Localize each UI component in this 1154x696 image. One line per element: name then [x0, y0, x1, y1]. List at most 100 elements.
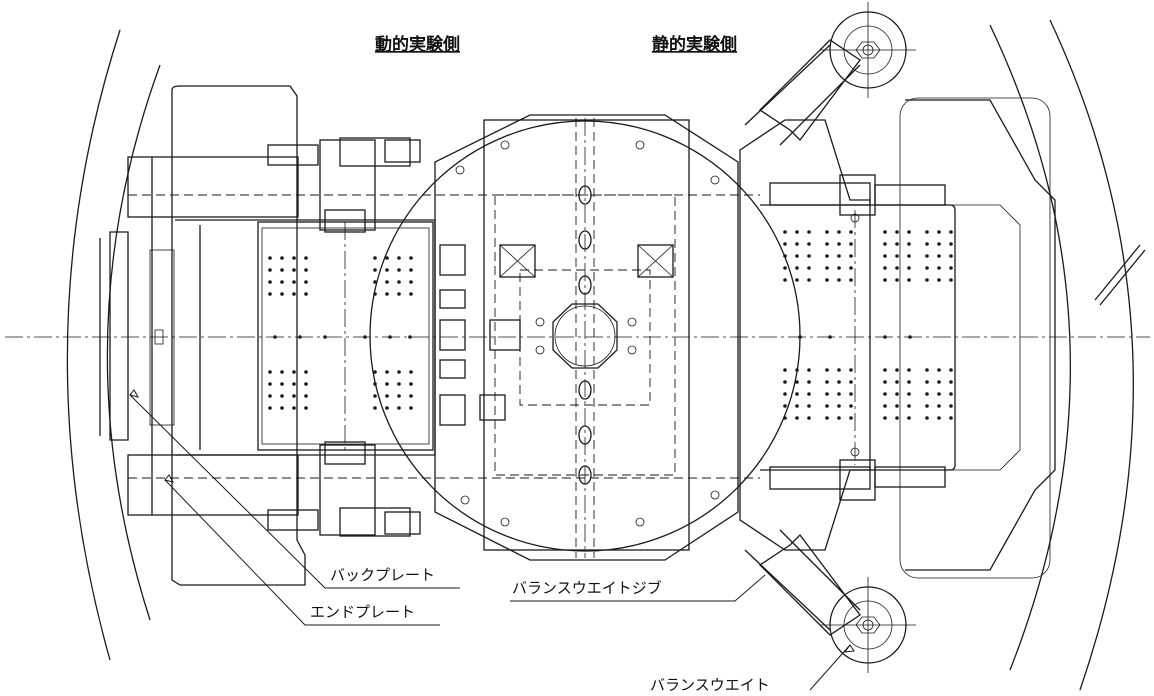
turntable-bolt-hole	[710, 175, 720, 185]
bolt-hole-dot	[895, 278, 899, 282]
center-actuators	[439, 244, 674, 426]
bolt-hole-dot	[292, 370, 296, 374]
bolt-hole-dot	[825, 254, 829, 258]
bolt-hole-dot	[304, 370, 308, 374]
bolt-hole-dot	[795, 416, 799, 420]
bolt-hole-dot	[807, 404, 811, 408]
bolt-hole-dot	[883, 335, 887, 339]
bolt-hole-dot	[304, 406, 308, 410]
header-dynamic-side: 動的実験側	[375, 34, 460, 55]
bolt-hole-dot	[268, 406, 272, 410]
bolt-hole-dot	[895, 392, 899, 396]
turntable-bolt-hole	[627, 317, 637, 327]
bolt-hole-dot	[837, 278, 841, 282]
bolt-hole-dot	[925, 230, 929, 234]
bolt-hole-dot	[385, 370, 389, 374]
outer-arcs	[66, 19, 1146, 691]
bolt-hole-dot	[849, 416, 853, 420]
bolt-hole-dot	[925, 404, 929, 408]
bolt-hole-dot	[849, 278, 853, 282]
left-actuators	[267, 137, 421, 537]
bolt-hole-dot	[925, 416, 929, 420]
bolt-hole-dot	[828, 335, 832, 339]
bolt-hole-dot	[795, 392, 799, 396]
bolt-hole-dot	[949, 254, 953, 258]
bolt-hole-dot	[949, 416, 953, 420]
bolt-hole-dot	[783, 368, 787, 372]
bolt-hole-dot	[895, 380, 899, 384]
bolt-hole-dot	[937, 416, 941, 420]
bolt-hole-dot	[280, 406, 284, 410]
bolt-hole-dot	[937, 242, 941, 246]
bolt-hole-dot	[895, 416, 899, 420]
bolt-hole-dot	[907, 392, 911, 396]
bolt-hole-dot	[849, 242, 853, 246]
bolt-hole-dot	[949, 404, 953, 408]
bolt-hole-dot	[795, 230, 799, 234]
turntable-bolt-hole	[710, 490, 720, 500]
bolt-hole-dot	[907, 404, 911, 408]
bolt-hole-dot	[825, 230, 829, 234]
bolt-hole-dot	[825, 266, 829, 270]
bolt-hole-dot	[807, 392, 811, 396]
left-frame	[99, 85, 760, 586]
bolt-hole-dot	[397, 268, 401, 272]
bolt-hole-dot	[795, 380, 799, 384]
bolt-hole-dot	[837, 266, 841, 270]
bolt-hole-dot	[783, 254, 787, 258]
bolt-hole-dot	[323, 335, 327, 339]
balance-weight-jib-upper	[744, 2, 916, 146]
bolt-hole-dot	[783, 380, 787, 384]
bolt-hole-dot	[925, 266, 929, 270]
bolt-hole-dot	[825, 380, 829, 384]
bolt-hole-dot	[292, 382, 296, 386]
right-test-bed	[739, 97, 1056, 579]
bolt-hole-dot	[949, 230, 953, 234]
bolt-hole-dot	[949, 278, 953, 282]
bolt-hole-dot	[807, 416, 811, 420]
bolt-hole-dot	[798, 335, 802, 339]
bolt-hole-dot	[268, 268, 272, 272]
bolt-hole-dot	[925, 254, 929, 258]
right-actuators	[769, 174, 946, 501]
bolt-hole-dot	[408, 335, 412, 339]
bolt-hole-dot	[825, 404, 829, 408]
bolt-hole-dot	[373, 268, 377, 272]
bolt-hole-dot	[397, 406, 401, 410]
bolt-hole-dot	[409, 280, 413, 284]
bolt-hole-dot	[304, 292, 308, 296]
bolt-hole-dot	[280, 292, 284, 296]
bolt-hole-dot	[907, 254, 911, 258]
bolt-hole-dot	[849, 392, 853, 396]
bolt-hole-dot	[373, 394, 377, 398]
bolt-hole-dot	[385, 256, 389, 260]
bolt-hole-dot	[925, 278, 929, 282]
bolt-hole-dot	[783, 392, 787, 396]
bolt-hole-dot	[907, 230, 911, 234]
bolt-hole-dot	[883, 254, 887, 258]
balance-weight-jib-lower	[744, 529, 916, 673]
bolt-hole-dot	[298, 335, 302, 339]
bolt-hole-dot	[837, 404, 841, 408]
bolt-hole-dot	[795, 266, 799, 270]
bolt-hole-dot	[363, 335, 367, 339]
bolt-hole-dot	[825, 416, 829, 420]
bolt-hole-dot	[825, 278, 829, 282]
bolt-hole-dot	[385, 382, 389, 386]
bolt-hole-dot	[373, 256, 377, 260]
bolt-hole-dot	[883, 380, 887, 384]
bolt-hole-dot	[925, 380, 929, 384]
bolt-hole-dot	[268, 382, 272, 386]
bolt-hole-dot	[409, 292, 413, 296]
bolt-hole-dot	[783, 230, 787, 234]
bolt-hole-dot	[907, 242, 911, 246]
bolt-hole-dot	[268, 280, 272, 284]
turntable-bolt-hole	[460, 495, 470, 505]
center-slot	[578, 275, 592, 295]
bolt-hole-dot	[397, 256, 401, 260]
bolt-hole-dot	[807, 368, 811, 372]
bolt-hole-dot	[292, 280, 296, 284]
bolt-hole-dot	[397, 292, 401, 296]
bolt-hole-dot	[409, 394, 413, 398]
turntable-bolt-hole	[627, 345, 637, 355]
